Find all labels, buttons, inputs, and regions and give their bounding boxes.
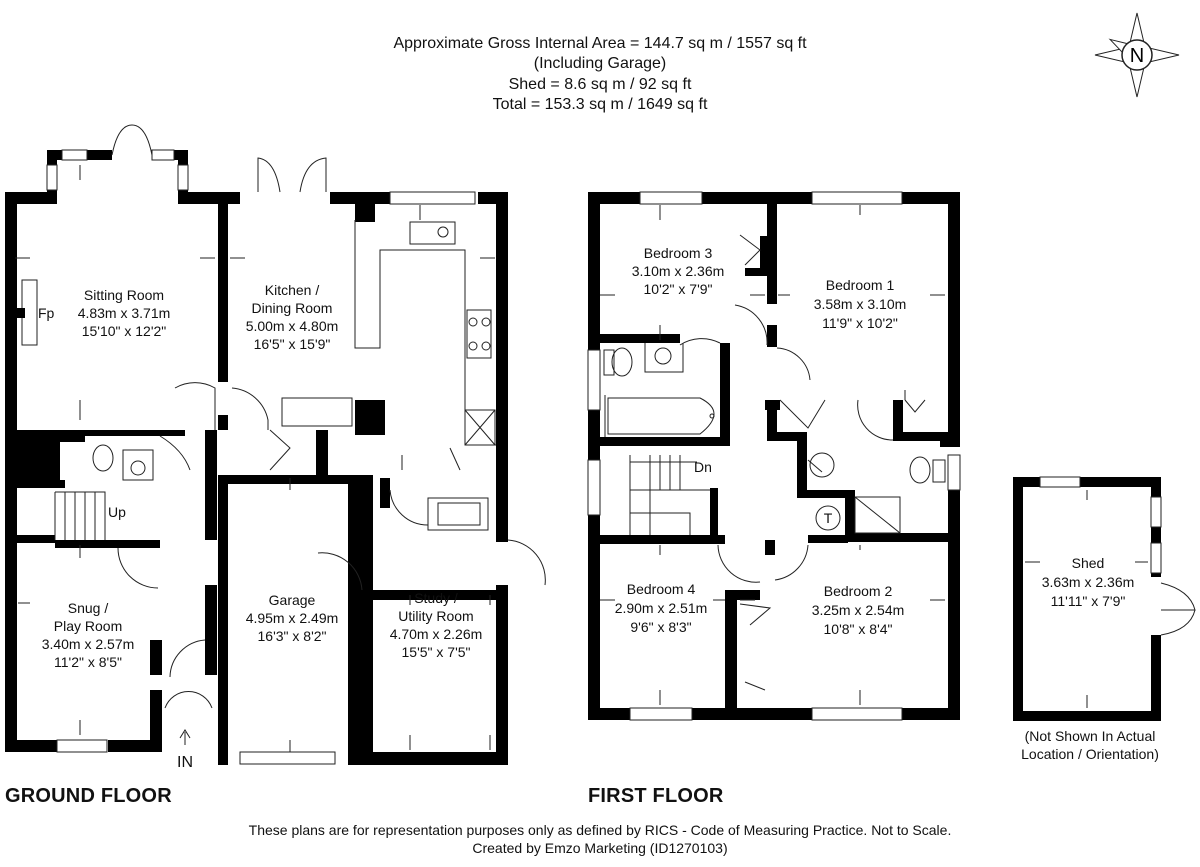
bedroom1-imperial: 11'9" x 10'2": [822, 315, 898, 331]
kitchen-name-1: Kitchen /: [265, 282, 320, 298]
shed-plan: Shed 3.63m x 2.36m 11'11" x 7'9": [1013, 476, 1196, 721]
bedroom4-name: Bedroom 4: [627, 581, 696, 597]
snug-name-2: Play Room: [54, 618, 122, 634]
garage-imperial: 16'3" x 8'2": [258, 628, 327, 644]
sitting-room-imperial: 15'10" x 12'2": [82, 323, 167, 339]
snug-name-1: Snug /: [68, 600, 109, 616]
including-garage-text: (Including Garage): [533, 55, 667, 72]
bedroom1-metric: 3.58m x 3.10m: [814, 296, 907, 312]
shed-area-text: Shed = 8.6 sq m / 92 sq ft: [508, 76, 692, 93]
garage-metric: 4.95m x 2.49m: [246, 610, 339, 626]
compass-icon: N: [1094, 12, 1180, 98]
disclaimer-text: These plans are for representation purpo…: [248, 822, 952, 838]
shed-note-line-2: Location / Orientation): [1021, 746, 1159, 762]
bedroom2-name: Bedroom 2: [824, 583, 893, 599]
shed-metric: 3.63m x 2.36m: [1042, 574, 1135, 590]
bedroom1-name: Bedroom 1: [826, 277, 895, 293]
compass-letter: N: [1130, 45, 1144, 67]
bedroom4-metric: 2.90m x 2.51m: [615, 600, 708, 616]
bedroom3-name: Bedroom 3: [644, 245, 713, 261]
shed-note-line-1: (Not Shown In Actual: [1024, 728, 1156, 744]
gross-area-text: Approximate Gross Internal Area = 144.7 …: [393, 35, 807, 52]
kitchen-name-2: Dining Room: [252, 300, 333, 316]
stairs-down-label: Dn: [694, 459, 712, 475]
study-imperial: 15'5" x 7'5": [402, 644, 471, 660]
bedroom2-imperial: 10'8" x 8'4": [824, 621, 893, 637]
kitchen-metric: 5.00m x 4.80m: [246, 318, 339, 334]
first-floor-plan: T Dn Bedroom 3 3.10m x 2.36m 10'2" x 7'9…: [587, 191, 961, 721]
shed-note: (Not Shown In Actual Location / Orientat…: [1005, 727, 1175, 763]
study-name-2: Utility Room: [398, 608, 473, 624]
ground-floor-plan: Fp Up Sitti: [5, 124, 546, 765]
ground-floor-title: GROUND FLOOR: [5, 785, 172, 807]
snug-imperial: 11'2" x 8'5": [54, 654, 122, 670]
total-area-text: Total = 153.3 sq m / 1649 sq ft: [492, 96, 708, 113]
kitchen-imperial: 16'5" x 15'9": [254, 336, 331, 352]
tank-label: T: [824, 510, 833, 526]
snug-metric: 3.40m x 2.57m: [42, 636, 135, 652]
bedroom3-metric: 3.10m x 2.36m: [632, 263, 725, 279]
bedroom4-imperial: 9'6" x 8'3": [630, 619, 691, 635]
credit-text: Created by Emzo Marketing (ID1270103): [472, 840, 728, 856]
bedroom2-metric: 3.25m x 2.54m: [812, 602, 905, 618]
bedroom3-imperial: 10'2" x 7'9": [644, 281, 713, 297]
sitting-room-name: Sitting Room: [84, 287, 164, 303]
sitting-room-metric: 4.83m x 3.71m: [78, 305, 171, 321]
garage-name: Garage: [269, 592, 316, 608]
shed-imperial: 11'11" x 7'9": [1051, 593, 1126, 609]
study-name-1: Study /: [414, 590, 458, 606]
study-metric: 4.70m x 2.26m: [390, 626, 483, 642]
shed-name: Shed: [1072, 555, 1105, 571]
fireplace-label: Fp: [38, 305, 55, 321]
first-floor-title: FIRST FLOOR: [588, 785, 724, 807]
entrance-label: IN: [177, 754, 193, 771]
stairs-up-label: Up: [108, 504, 126, 520]
